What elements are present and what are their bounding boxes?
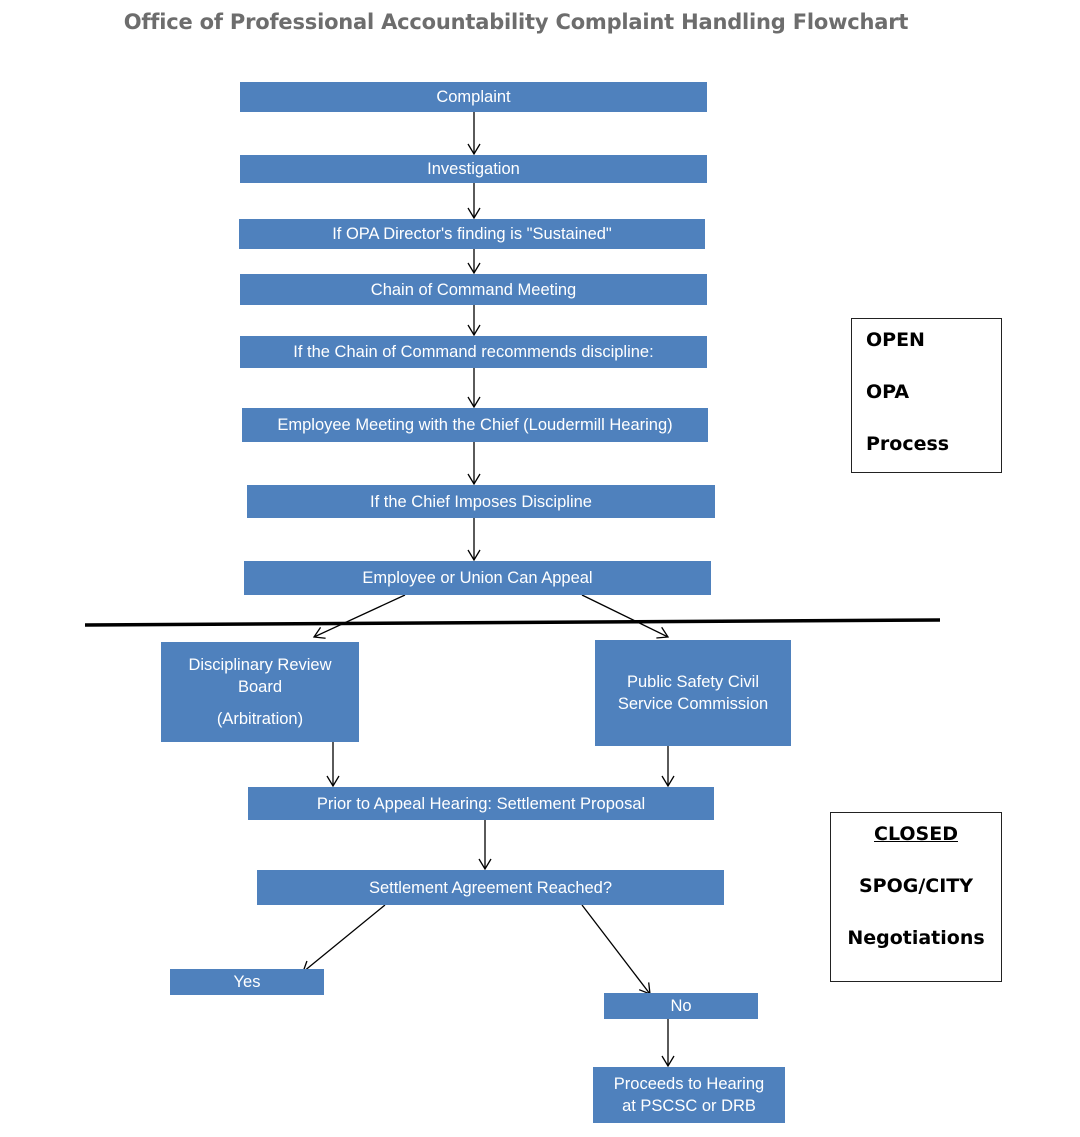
process-divider-line [84,618,941,627]
legend-open-line2: OPA [866,381,910,403]
flowchart-title: Office of Professional Accountability Co… [123,10,909,34]
legend-closed-negotiations: CLOSED SPOG/CITY Negotiations [830,812,1002,982]
drb-line3: (Arbitration) [216,710,304,728]
legend-open-opa-process: OPEN OPA Process [851,318,1002,473]
legend-open-line3: Process [866,433,950,455]
legend-closed-line3: Negotiations [847,927,985,949]
node-appeal: Employee or Union Can Appeal [244,561,711,595]
node-no: No [604,993,758,1019]
drb-line1: Disciplinary Review [188,656,332,674]
node-settlement-reached: Settlement Agreement Reached? [257,870,724,905]
node-sustained: If OPA Director's finding is "Sustained" [239,219,705,249]
arrow-reached-to-yes [302,904,386,973]
node-public-safety-civil-service-commission: Public Safety Civil Service Commission [595,640,791,746]
node-complaint: Complaint [240,82,707,112]
node-settlement-proposal: Prior to Appeal Hearing: Settlement Prop… [248,787,714,820]
node-disciplinary-review-board: Disciplinary Review Board (Arbitration) [161,642,359,742]
node-chain-recommends: If the Chain of Command recommends disci… [240,336,707,368]
legend-open-line1: OPEN [866,329,925,351]
legend-closed-line1: CLOSED [874,823,958,845]
legend-closed-line2: SPOG/CITY [858,875,974,897]
node-yes: Yes [170,969,324,995]
node-chief-imposes: If the Chief Imposes Discipline [247,485,715,518]
node-investigation: Investigation [240,155,707,183]
pscsc-line1: Public Safety Civil [626,673,760,691]
node-proceeds-to-hearing: Proceeds to Hearing at PSCSC or DRB [593,1067,785,1123]
arrow-reached-to-no [581,904,651,996]
proceeds-line1: Proceeds to Hearing [613,1075,765,1093]
proceeds-line2: at PSCSC or DRB [622,1097,756,1115]
node-chain-meeting: Chain of Command Meeting [240,274,707,305]
pscsc-line2: Service Commission [617,695,769,713]
arrow-appeal-to-pscsc [581,594,670,639]
arrow-appeal-to-drb [312,594,406,639]
drb-line2: Board [237,678,283,696]
node-loudermill: Employee Meeting with the Chief (Louderm… [242,408,708,442]
